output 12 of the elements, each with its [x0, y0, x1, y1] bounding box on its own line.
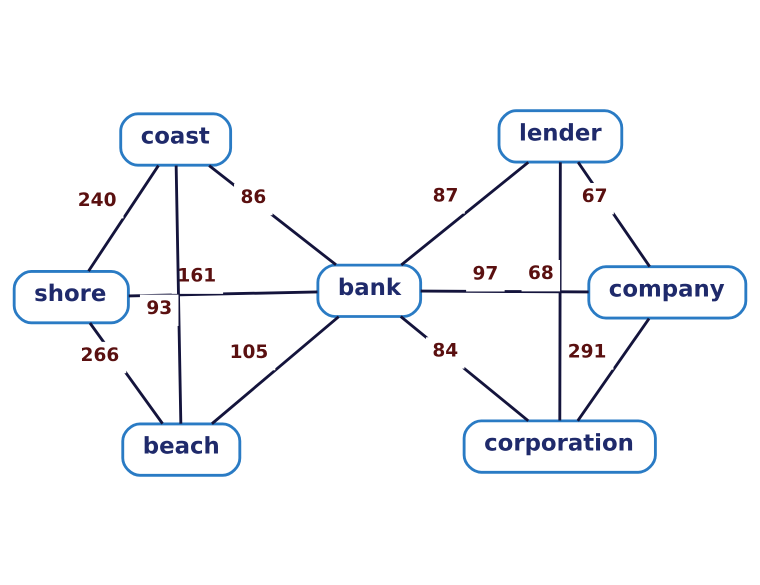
edge-label: 161	[177, 265, 216, 286]
edge-label: 87	[432, 184, 458, 206]
edge-label: 84	[432, 340, 458, 361]
edge-label: 97	[472, 262, 498, 284]
edge-label: 93	[146, 297, 172, 318]
edge-label: 86	[240, 186, 266, 208]
edge-label: 240	[78, 190, 117, 211]
edge-label: 266	[80, 344, 120, 366]
edge-label: 291	[568, 340, 606, 362]
edge-label: 105	[230, 341, 268, 362]
edge-label: 67	[582, 186, 608, 207]
edge-label: 68	[528, 262, 554, 284]
